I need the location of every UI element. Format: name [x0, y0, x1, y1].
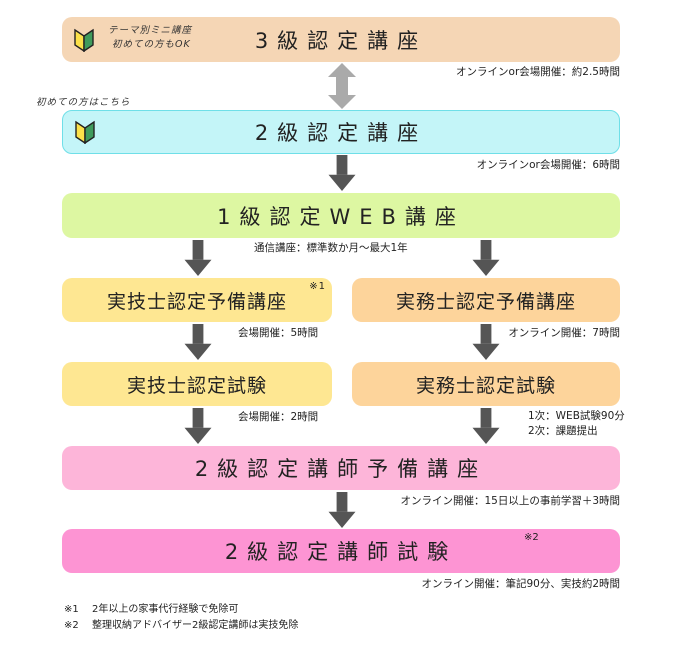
practical-prep-title: 実技士認定予備講座 — [106, 290, 287, 313]
down-arrow-icon — [183, 324, 213, 360]
beginner-mark-icon — [74, 28, 94, 52]
instructor-prep-box[interactable]: 2級認定講師予備講座 — [62, 446, 620, 490]
level1-web-course-box[interactable]: 1級認定WEB講座 — [62, 193, 620, 238]
footnotes: ※1 2年以上の家事代行経験で免除可 ※2 整理収納アドバイザー2級認定講師は実技免… — [64, 602, 298, 634]
down-arrow-icon — [183, 240, 213, 276]
office-exam-notes: 1次：WEB試験90分 2次：課題提出 — [528, 409, 625, 439]
beginner-mark-icon — [75, 120, 95, 144]
down-arrow-icon — [471, 324, 501, 360]
footnote-mark: ※1 — [64, 604, 79, 615]
office-exam-box[interactable]: 実務士認定試験 — [352, 362, 620, 406]
instructor-exam-box[interactable]: 2級認定講師試験 ※2 — [62, 529, 620, 573]
level3-badge: テーマ別ミニ講座初めての方もOK — [108, 24, 192, 52]
office-exam-title: 実務士認定試験 — [415, 374, 556, 397]
instructor-prep-title: 2級認定講師予備講座 — [194, 457, 488, 481]
office-exam-note1: 1次：WEB試験90分 — [528, 410, 625, 422]
practical-exam-title: 実技士認定試験 — [126, 374, 267, 397]
level1-note: 通信講座：標準数か月〜最大1年 — [254, 242, 408, 254]
level2-note: オンラインor会場開催：6時間 — [476, 159, 620, 171]
level2-course-box[interactable]: 2級認定講座 — [62, 110, 620, 154]
instructor-exam-title: 2級認定講師試験 — [224, 540, 458, 564]
down-arrow-icon — [471, 408, 501, 444]
level3-title: 3級認定講座 — [254, 28, 428, 53]
practical-prep-box[interactable]: 実技士認定予備講座 ※1 — [62, 278, 332, 322]
down-arrow-icon — [183, 408, 213, 444]
footnote-text: 整理収納アドバイザー2級認定講師は実技免除 — [92, 620, 299, 631]
practical-exam-note: 会場開催：2時間 — [238, 411, 319, 423]
office-exam-note2: 2次：課題提出 — [528, 425, 598, 437]
badge-line2: 初めての方もOK — [112, 39, 191, 50]
footnote-mark: ※1 — [309, 281, 326, 292]
office-prep-box[interactable]: 実務士認定予備講座 — [352, 278, 620, 322]
level3-note: オンラインor会場開催：約2.5時間 — [456, 66, 620, 78]
practical-prep-note: 会場開催：5時間 — [238, 327, 319, 339]
level3-course-box[interactable]: テーマ別ミニ講座初めての方もOK 3級認定講座 — [62, 17, 620, 62]
down-arrow-icon — [327, 492, 357, 528]
instructor-exam-note: オンライン開催：筆記90分、実技約2時間 — [421, 578, 620, 590]
badge-line1: テーマ別ミニ講座 — [108, 25, 193, 36]
footnote-1: ※1 2年以上の家事代行経験で免除可 — [64, 602, 298, 618]
level1-title: 1級認定WEB講座 — [217, 204, 465, 229]
footnote-mark: ※2 — [524, 532, 539, 543]
level2-title: 2級認定講座 — [254, 121, 428, 145]
beginner-note: 初めての方はこちら — [36, 97, 131, 108]
practical-exam-box[interactable]: 実技士認定試験 — [62, 362, 332, 406]
instructor-prep-note: オンライン開催：15日以上の事前学習＋3時間 — [400, 495, 620, 507]
footnote-text: 2年以上の家事代行経験で免除可 — [92, 604, 239, 615]
down-arrow-icon — [327, 155, 357, 191]
footnote-2: ※2 整理収納アドバイザー2級認定講師は実技免除 — [64, 618, 298, 634]
office-prep-note: オンライン開催：7時間 — [508, 327, 620, 339]
down-arrow-icon — [471, 240, 501, 276]
office-prep-title: 実務士認定予備講座 — [395, 290, 576, 313]
bidirectional-arrow-icon — [328, 63, 356, 109]
footnote-mark: ※2 — [64, 620, 79, 631]
